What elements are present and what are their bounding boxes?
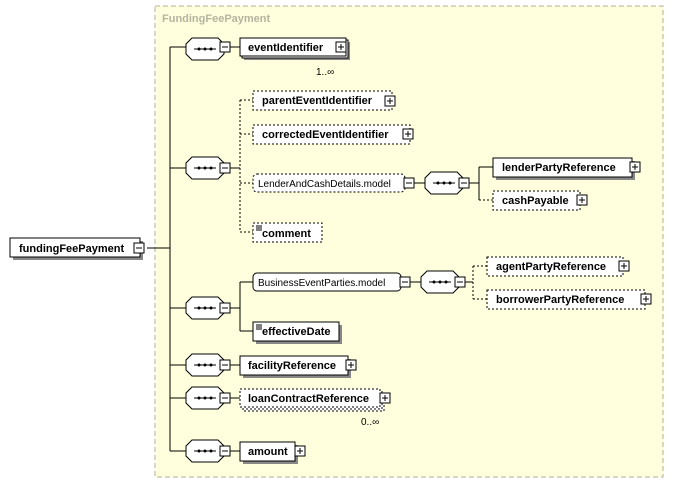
element-parent-event-identifier[interactable]: parentEventIdentifier: [252, 90, 396, 111]
element-agent-party-reference[interactable]: agentPartyReference: [486, 256, 630, 277]
collapse-minus-icon[interactable]: [219, 302, 231, 314]
expand-plus-icon[interactable]: [576, 194, 588, 206]
collapse-minus-icon[interactable]: [454, 276, 466, 288]
expand-plus-icon[interactable]: [294, 445, 306, 457]
element-cash-payable[interactable]: cashPayable: [492, 190, 588, 211]
corrected-event-identifier-label: correctedEventIdentifier: [262, 129, 389, 141]
effective-date-label: effectiveDate: [262, 326, 330, 338]
group-business-event-parties[interactable]: BusinessEventParties.model: [252, 272, 411, 292]
simple-content-icon: [256, 225, 262, 231]
collapse-minus-icon[interactable]: [219, 359, 231, 371]
expand-plus-icon[interactable]: [618, 260, 630, 272]
cardinality-label: 1..∞: [316, 67, 334, 78]
collapse-minus-icon[interactable]: [219, 162, 231, 174]
cardinality-label: 0..∞: [361, 417, 379, 428]
lender-party-reference-label: lenderPartyReference: [502, 162, 616, 174]
comment-label: comment: [262, 228, 311, 240]
element-event-identifier[interactable]: eventIdentifier 1..∞: [239, 37, 350, 78]
sequence-compositor-parties[interactable]: [420, 270, 466, 294]
element-effective-date[interactable]: effectiveDate: [252, 321, 342, 344]
element-amount[interactable]: amount: [239, 441, 306, 464]
sequence-compositor-4[interactable]: [185, 353, 231, 377]
element-lender-party-reference[interactable]: lenderPartyReference: [492, 157, 641, 180]
collapse-minus-icon[interactable]: [403, 177, 415, 189]
root-label: fundingFeePayment: [19, 243, 124, 255]
expand-plus-icon[interactable]: [402, 128, 414, 140]
simple-content-icon: [256, 324, 262, 330]
root-element-funding-fee-payment[interactable]: fundingFeePayment: [9, 237, 145, 260]
business-event-parties-label: BusinessEventParties.model: [258, 278, 385, 289]
element-loan-contract-reference[interactable]: loanContractReference 0..∞: [239, 388, 391, 428]
lender-and-cash-details-label: LenderAndCashDetails.model: [258, 179, 391, 190]
expand-plus-icon[interactable]: [335, 41, 347, 53]
group-funding-fee-payment: FundingFeePayment: [154, 5, 664, 478]
sequence-compositor-1[interactable]: [185, 37, 231, 61]
collapse-minus-icon[interactable]: [133, 242, 145, 254]
sequence-compositor-3[interactable]: [185, 296, 231, 320]
parent-event-identifier-label: parentEventIdentifier: [262, 95, 373, 107]
group-lender-and-cash-details[interactable]: LenderAndCashDetails.model: [252, 173, 415, 193]
borrower-party-reference-label: borrowerPartyReference: [496, 294, 624, 306]
agent-party-reference-label: agentPartyReference: [496, 261, 606, 273]
collapse-minus-icon[interactable]: [219, 445, 231, 457]
facility-reference-label: facilityReference: [248, 360, 336, 372]
element-borrower-party-reference[interactable]: borrowerPartyReference: [486, 289, 652, 310]
expand-plus-icon[interactable]: [640, 293, 652, 305]
amount-label: amount: [248, 446, 288, 458]
expand-plus-icon[interactable]: [345, 359, 357, 371]
element-facility-reference[interactable]: facilityReference: [239, 355, 357, 378]
group-title: FundingFeePayment: [162, 13, 271, 25]
collapse-minus-icon[interactable]: [399, 276, 411, 288]
sequence-compositor-5[interactable]: [185, 386, 231, 410]
expand-plus-icon[interactable]: [629, 161, 641, 173]
sequence-compositor-6[interactable]: [185, 439, 231, 463]
connectors: [147, 46, 493, 452]
event-identifier-label: eventIdentifier: [248, 42, 324, 54]
expand-plus-icon[interactable]: [379, 392, 391, 404]
collapse-minus-icon[interactable]: [458, 177, 470, 189]
collapse-minus-icon[interactable]: [219, 41, 231, 53]
sequence-compositor-lender[interactable]: [424, 171, 470, 195]
element-corrected-event-identifier[interactable]: correctedEventIdentifier: [252, 124, 414, 145]
cash-payable-label: cashPayable: [502, 195, 569, 207]
sequence-compositor-2[interactable]: [185, 156, 231, 180]
element-comment[interactable]: comment: [252, 222, 323, 243]
loan-contract-reference-label: loanContractReference: [248, 393, 369, 405]
collapse-minus-icon[interactable]: [219, 392, 231, 404]
expand-plus-icon[interactable]: [384, 95, 396, 107]
